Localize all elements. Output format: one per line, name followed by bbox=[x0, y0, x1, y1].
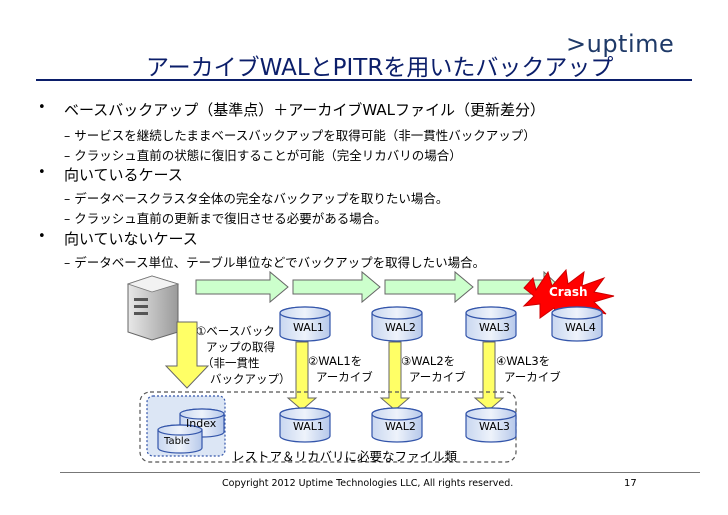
sub-2-2-text: クラッシュ直前の更新まで復旧させる必要がある場合。 bbox=[74, 211, 387, 226]
index-label: Index bbox=[186, 417, 217, 430]
step2-line2: アーカイブ bbox=[316, 370, 373, 384]
bullet-dot: • bbox=[38, 100, 46, 115]
diagram-caption: レストア＆リカバリに必要なファイル類 bbox=[232, 449, 458, 464]
step4-line1: ④WAL3を bbox=[496, 354, 551, 368]
step1-line2: アップの取得 bbox=[206, 340, 275, 354]
step1-line1: ①ベースバック bbox=[196, 324, 275, 338]
page-number: 17 bbox=[624, 478, 637, 489]
wal-bottom-2-label: WAL2 bbox=[385, 420, 416, 433]
wal-bottom-3-label: WAL3 bbox=[479, 420, 510, 433]
wal-bottom-1-label: WAL1 bbox=[293, 420, 324, 433]
step3-line2: アーカイブ bbox=[409, 370, 466, 384]
step3-text: ③WAL2を アーカイブ bbox=[401, 353, 466, 385]
sub-3-1: – データベース単位、テーブル単位などでバックアップを取得したい場合。 bbox=[64, 255, 486, 270]
wal-top-cylinders bbox=[279, 306, 603, 342]
down-arrows bbox=[164, 321, 505, 411]
backup-area-box bbox=[139, 391, 517, 463]
sub-1-1: – サービスを継続したままベースバックアップを取得可能（非一貫性バックアップ） bbox=[64, 128, 536, 143]
wal-bottom-cylinders bbox=[279, 407, 517, 443]
step4-text: ④WAL3を アーカイブ bbox=[496, 353, 561, 385]
bullet-3-text: 向いていないケース bbox=[64, 230, 198, 248]
wal-top-4-label: WAL4 bbox=[565, 321, 596, 334]
uptime-logo: >uptime bbox=[566, 30, 675, 58]
bullet-2-text: 向いているケース bbox=[64, 166, 183, 184]
step1-text: ①ベースバック アップの取得 （非一貫性 バックアップ） bbox=[196, 323, 291, 387]
sub-1-2: – クラッシュ直前の状態に復旧することが可能（完全リカバリの場合） bbox=[64, 148, 462, 163]
table-label: Table bbox=[164, 436, 190, 447]
wal-top-3-label: WAL3 bbox=[479, 321, 510, 334]
slide-title: アーカイブWALとPITRを用いたバックアップ bbox=[146, 55, 614, 81]
bullet-dot: • bbox=[38, 229, 46, 244]
step2-line1: ②WAL1を bbox=[308, 354, 363, 368]
db-server-icon bbox=[126, 275, 180, 341]
footer-divider bbox=[60, 472, 700, 473]
base-backup-cylinders bbox=[157, 408, 225, 454]
step1-line4: バックアップ） bbox=[210, 372, 291, 386]
title-underline bbox=[36, 79, 692, 81]
bullet-1-text: ベースバックアップ（基準点）＋アーカイブWALファイル（更新差分） bbox=[64, 101, 545, 119]
wal-top-1-label: WAL1 bbox=[293, 321, 324, 334]
wal-top-2-label: WAL2 bbox=[385, 321, 416, 334]
sub-3-1-text: データベース単位、テーブル単位などでバックアップを取得したい場合。 bbox=[74, 255, 486, 270]
sub-1-1-text: サービスを継続したままベースバックアップを取得可能（非一貫性バックアップ） bbox=[74, 128, 536, 143]
timeline-arrows bbox=[195, 270, 561, 304]
bullet-dot: • bbox=[38, 165, 46, 180]
crash-label: Crash bbox=[549, 285, 588, 299]
step2-text: ②WAL1を アーカイブ bbox=[308, 353, 373, 385]
step1-line3: （非一貫性 bbox=[202, 356, 260, 370]
sub-1-2-text: クラッシュ直前の状態に復旧することが可能（完全リカバリの場合） bbox=[74, 148, 462, 163]
footer-copyright: Copyright 2012 Uptime Technologies LLC, … bbox=[222, 478, 514, 489]
sub-2-2: – クラッシュ直前の更新まで復旧させる必要がある場合。 bbox=[64, 211, 387, 226]
step4-line2: アーカイブ bbox=[504, 370, 561, 384]
sub-2-1: – データベースクラスタ全体の完全なバックアップを取りたい場合。 bbox=[64, 191, 449, 206]
sub-2-1-text: データベースクラスタ全体の完全なバックアップを取りたい場合。 bbox=[74, 191, 449, 206]
step3-line1: ③WAL2を bbox=[401, 354, 456, 368]
